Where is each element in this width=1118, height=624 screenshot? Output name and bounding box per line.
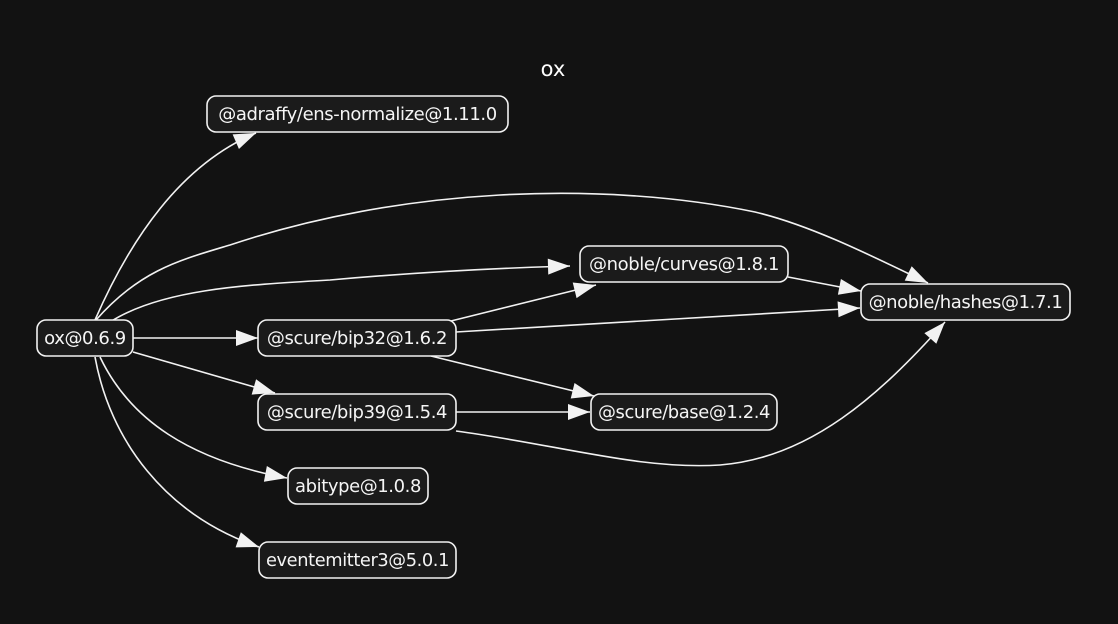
node-label: @scure/bip32@1.6.2 [267,328,447,349]
arrowhead-curves-to-hashes [837,278,861,295]
arrowhead-bip39-to-base [568,404,590,420]
node-label: abitype@1.0.8 [295,476,421,497]
node-eventemitter3[interactable]: eventemitter3@5.0.1 [258,541,457,579]
node-label: @scure/base@1.2.4 [598,402,770,423]
node-box [36,319,134,357]
node-box [590,393,778,431]
arrowhead-bip39-to-hashes [924,322,945,344]
edge-ox-to-hashes [95,192,929,321]
arrowhead-ox-to-hashes [904,266,928,283]
edge-bip32-to-curves [450,284,597,322]
node-bip39[interactable]: @scure/bip39@1.5.4 [257,393,457,431]
nodes-layer: ox@0.6.9 @adraffy/ens-normalize@1.11.0 @no… [36,95,1071,579]
node-label: eventemitter3@5.0.1 [266,550,449,571]
node-box [257,319,457,357]
edge-ox-to-curves [109,265,571,323]
node-ox[interactable]: ox@0.6.9 [36,319,134,357]
arrowhead-bip32-to-hashes [837,301,860,318]
node-label: @noble/hashes@1.7.1 [869,292,1063,313]
edge-bip39-to-hashes [455,321,946,467]
node-label: ox@0.6.9 [44,328,126,349]
edge-bip32-to-hashes [455,307,861,333]
node-box [579,245,789,283]
arrowhead-ox-to-bip32 [236,330,258,346]
node-box [206,95,509,133]
arrowhead-ox-to-eventemitter3 [235,532,259,548]
node-hashes[interactable]: @noble/hashes@1.7.1 [860,283,1071,321]
arrowhead-bip32-to-base [570,382,594,399]
arrowhead-ox-to-adraffy [232,133,256,150]
arrowhead-ox-to-bip39 [251,379,275,395]
node-bip32[interactable]: @scure/bip32@1.6.2 [257,319,457,357]
arrowhead-ox-to-curves [547,258,570,275]
node-adraffy[interactable]: @adraffy/ens-normalize@1.11.0 [206,95,509,133]
edges-layer [94,132,946,548]
node-box [287,467,429,505]
edge-ox-to-bip39 [132,351,276,394]
arrowhead-bip32-to-curves [572,282,596,299]
node-label: @adraffy/ens-normalize@1.11.0 [218,104,497,125]
node-box [258,541,457,579]
edge-bip32-to-base [430,355,595,397]
node-abitype[interactable]: abitype@1.0.8 [287,467,429,505]
node-base[interactable]: @scure/base@1.2.4 [590,393,778,431]
node-label: @scure/bip39@1.5.4 [267,402,447,423]
arrowhead-ox-to-abitype [263,466,287,482]
edge-ox-to-eventemitter3 [94,356,260,548]
node-box [860,283,1071,321]
node-box [257,393,457,431]
edge-ox-to-adraffy [94,132,257,321]
node-curves[interactable]: @noble/curves@1.8.1 [579,245,789,283]
edge-ox-to-abitype [99,356,288,479]
node-label: @noble/curves@1.8.1 [589,254,779,275]
graph-title: ox [541,57,566,81]
